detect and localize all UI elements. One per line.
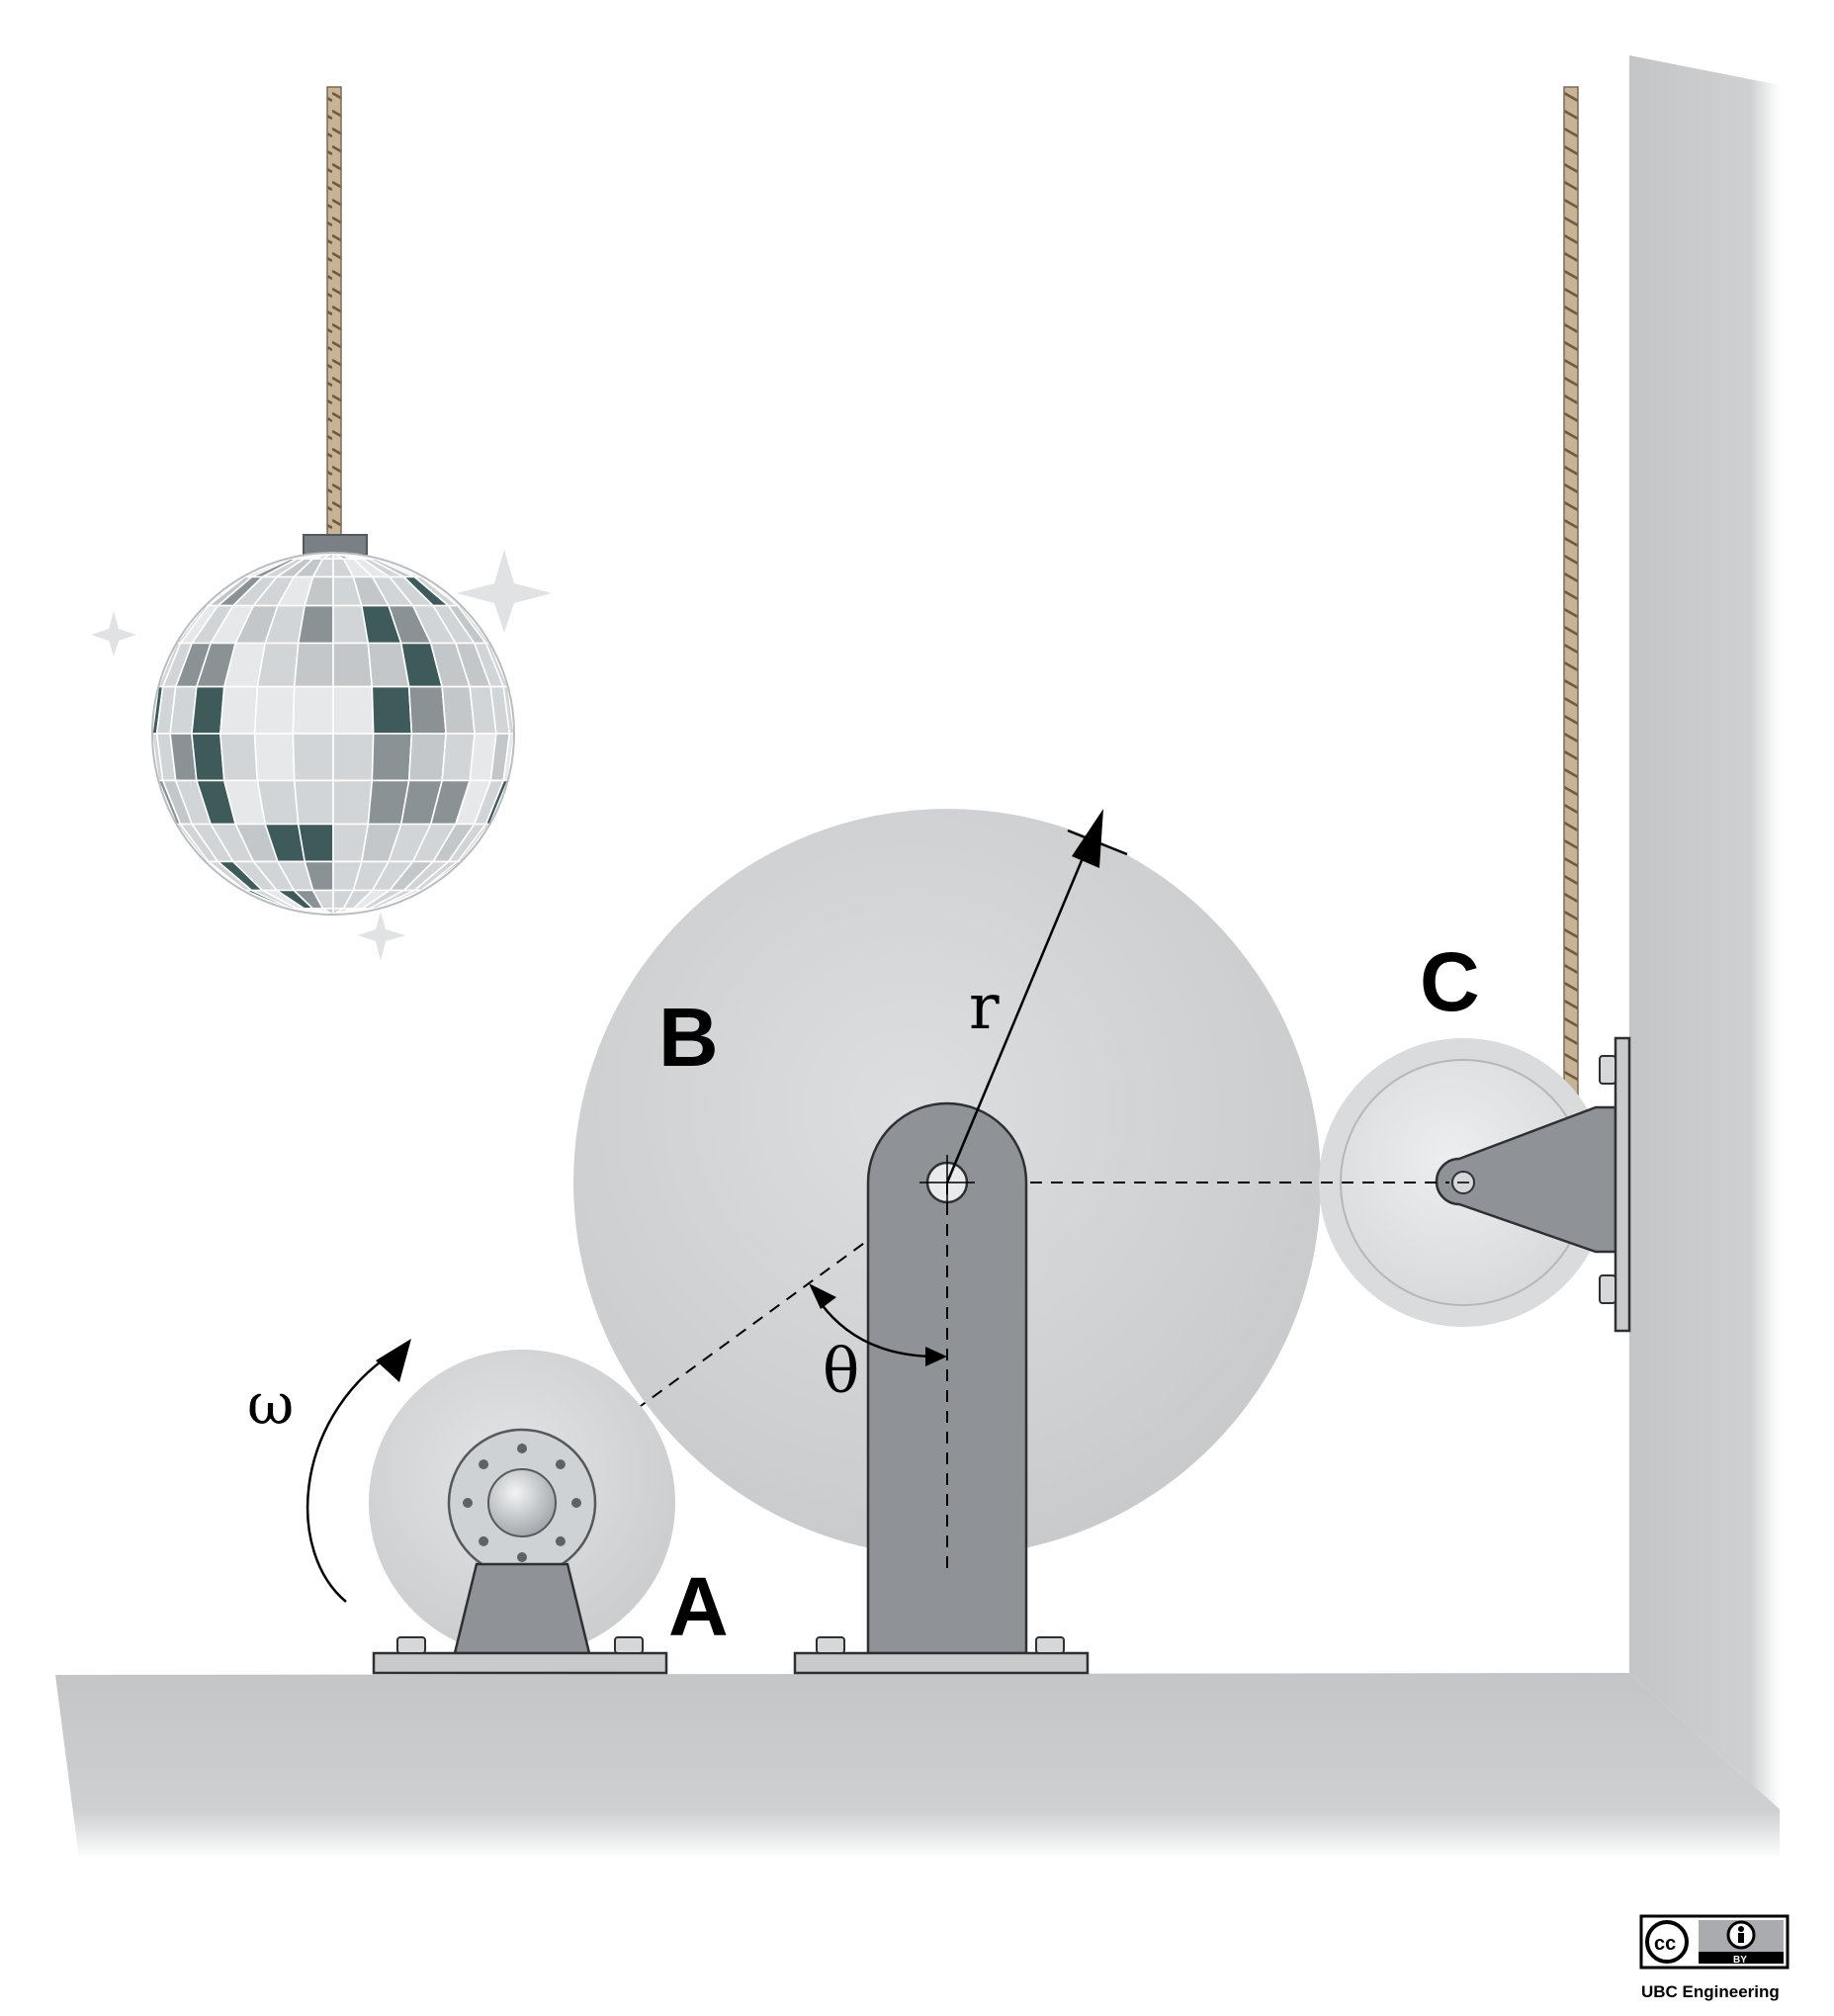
angle-arc	[809, 1283, 947, 1366]
wheel-a	[369, 1350, 675, 1675]
disco-tile	[332, 733, 375, 782]
disco-tile	[292, 733, 334, 782]
disco-tile	[293, 642, 334, 688]
bolt-hole	[479, 1459, 489, 1470]
disco-tile	[332, 779, 374, 826]
bolt-hole	[463, 1498, 473, 1508]
disco-tile	[407, 733, 447, 782]
label-angular-velocity: ω	[247, 1370, 294, 1438]
bolt-hole	[555, 1535, 566, 1546]
rope-right	[1563, 86, 1579, 1106]
label-wheel-a: A	[668, 1560, 729, 1653]
disco-tile	[253, 685, 296, 735]
disco-tile	[256, 642, 300, 688]
credit-text: UBC Engineering	[1641, 1982, 1780, 2001]
disco-tile	[191, 733, 225, 782]
floor	[55, 1673, 1780, 1859]
disco-tile	[219, 685, 259, 735]
wall	[1629, 55, 1780, 1809]
wheel-c	[1319, 1036, 1631, 1333]
label-wheel-c: C	[1420, 935, 1480, 1028]
disco-tile	[191, 685, 225, 735]
sparkle-icon	[91, 550, 552, 961]
license-by-text: BY	[1733, 1955, 1747, 1966]
omega-arrow	[306, 1339, 411, 1603]
rope-left	[326, 86, 342, 538]
bolt-hole	[571, 1498, 581, 1508]
radius-arrow	[945, 809, 1128, 1183]
disco-tile	[219, 733, 259, 782]
bolt-hole	[479, 1535, 489, 1546]
base-plate-a	[372, 1651, 668, 1675]
license-cc-text: cc	[1654, 1933, 1676, 1955]
disco-tile	[332, 685, 375, 735]
disco-tile	[292, 685, 334, 735]
label-angle: θ	[823, 1335, 859, 1407]
label-wheel-b: B	[658, 991, 719, 1084]
bolt-hole	[555, 1459, 566, 1470]
disco-tile	[502, 685, 514, 735]
bolt-hole	[517, 1552, 527, 1562]
disco-tile	[253, 733, 296, 782]
bolt-hole	[517, 1444, 527, 1453]
disco-tile	[332, 642, 374, 688]
disco-tile	[407, 685, 447, 735]
support-b	[793, 1101, 1090, 1675]
disco-tile	[256, 779, 300, 826]
disco-tile	[371, 733, 413, 782]
disco-tile	[293, 779, 334, 826]
label-radius: r	[969, 971, 1000, 1044]
wall-plate-c	[1614, 1036, 1631, 1333]
disco-tile	[297, 604, 334, 645]
disco-tile	[297, 823, 334, 863]
disco-ball-icon	[151, 534, 515, 916]
disco-tile	[371, 685, 413, 735]
cc-by-license-icon: cc BY UBC Engineering	[1639, 1914, 1790, 2001]
